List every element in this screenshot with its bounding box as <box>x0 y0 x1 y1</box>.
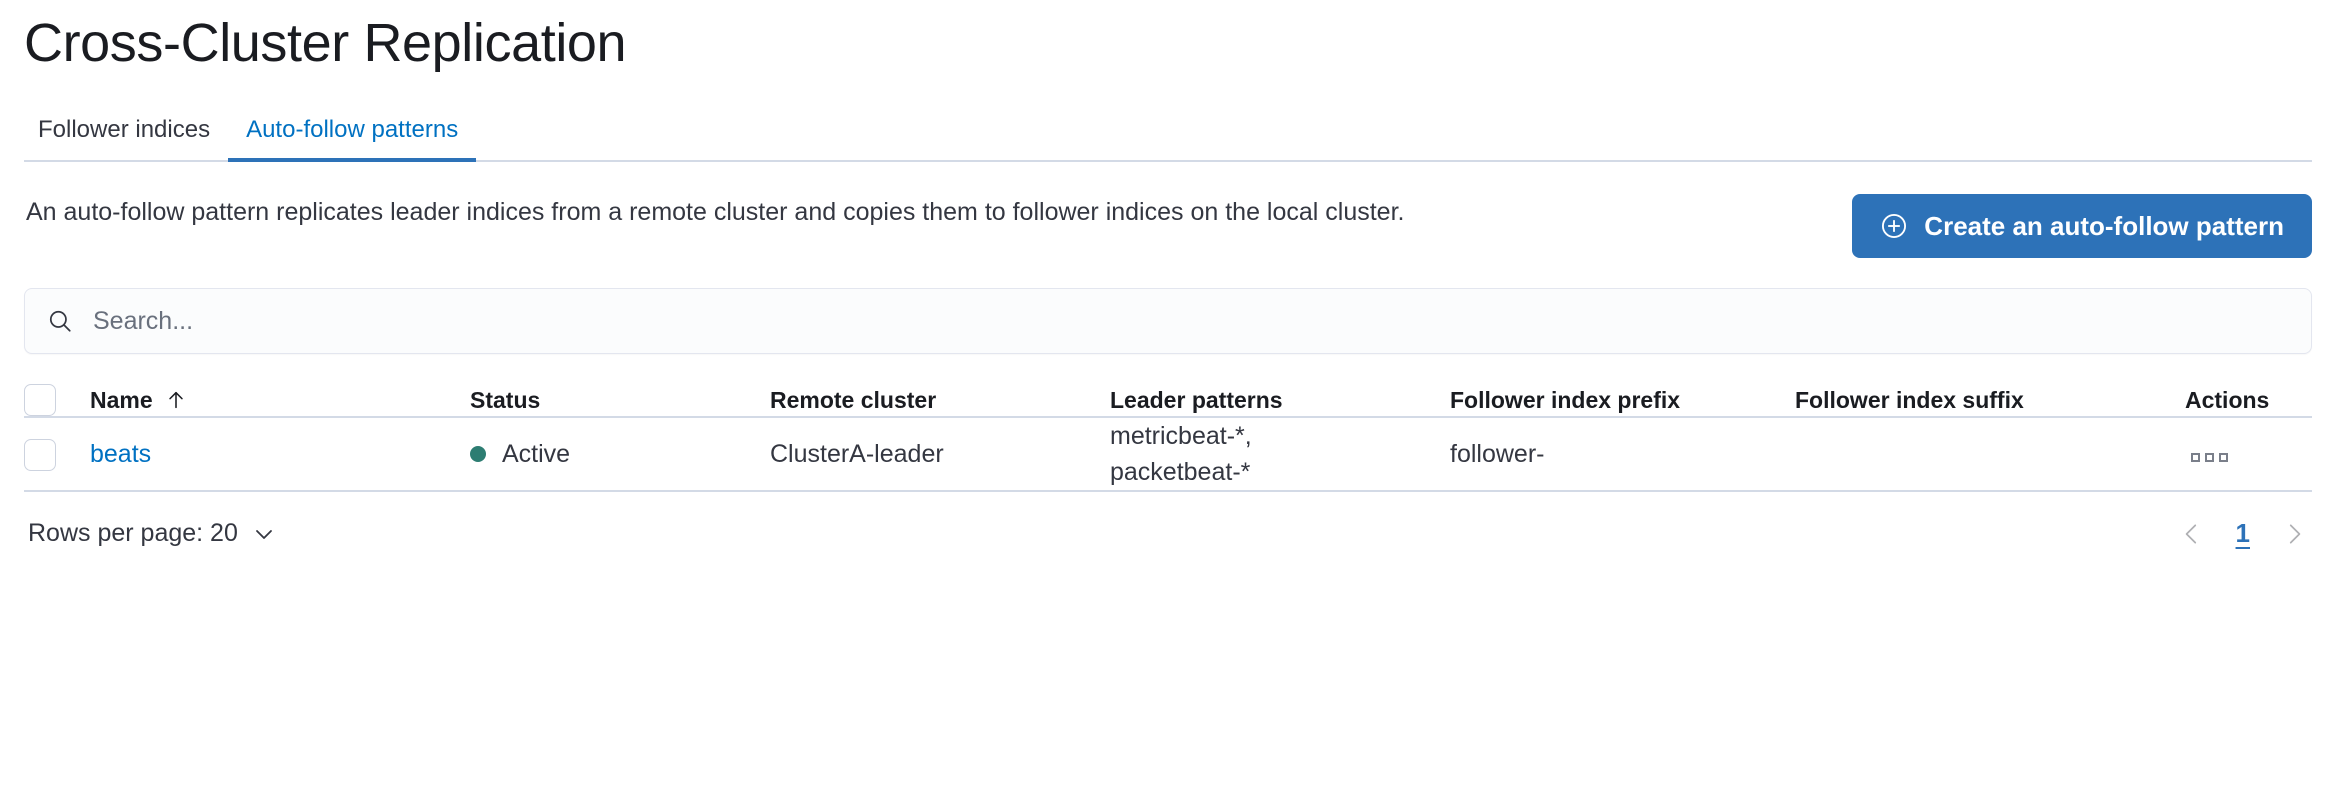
cell-remote-cluster: ClusterA-leader <box>770 440 944 468</box>
cell-actions <box>2185 417 2312 491</box>
search-input[interactable] <box>91 305 2289 337</box>
cell-name: beats <box>90 417 470 491</box>
search-icon <box>47 308 73 334</box>
pattern-name-link[interactable]: beats <box>90 440 152 468</box>
status-dot-icon <box>470 446 486 462</box>
tab-auto-follow-patterns[interactable]: Auto-follow patterns <box>228 118 477 162</box>
table-header-row: Name Status Remote cluster Leader patter… <box>24 384 2312 417</box>
auto-follow-patterns-table: Name Status Remote cluster Leader patter… <box>24 384 2312 492</box>
rows-per-page-select[interactable]: Rows per page: 20 <box>28 519 276 548</box>
pagination-page-1[interactable]: 1 <box>2235 518 2250 548</box>
header-actions: Actions <box>2185 386 2270 413</box>
tab-follower-indices[interactable]: Follower indices <box>24 118 228 160</box>
header-follower-index-suffix[interactable]: Follower index suffix <box>1795 386 2024 413</box>
search-bar[interactable] <box>24 288 2312 354</box>
rows-per-page-label: Rows per page: 20 <box>28 519 238 547</box>
chevron-right-icon[interactable] <box>2280 520 2308 548</box>
cell-follower-index-prefix: follower- <box>1450 440 1545 468</box>
header-follower-index-prefix[interactable]: Follower index prefix <box>1450 386 1681 413</box>
header-name-label: Name <box>90 386 153 413</box>
intro-row: An auto-follow pattern replicates leader… <box>24 192 2312 258</box>
header-status[interactable]: Status <box>470 386 541 413</box>
status-badge: Active <box>502 440 571 468</box>
plus-in-circle-icon <box>1880 212 1908 240</box>
header-remote-cluster[interactable]: Remote cluster <box>770 386 937 413</box>
table-header: Name Status Remote cluster Leader patter… <box>24 384 2312 417</box>
cell-status: Active <box>470 417 770 491</box>
header-name[interactable]: Name <box>90 384 470 417</box>
page-title: Cross-Cluster Replication <box>24 13 627 73</box>
cell-leader-patterns: metricbeat-*, packetbeat-* <box>1110 422 1252 486</box>
row-checkbox[interactable] <box>24 439 56 472</box>
arrow-up-icon <box>165 389 187 411</box>
create-auto-follow-pattern-button[interactable]: Create an auto-follow pattern <box>1852 194 2312 258</box>
intro-description: An auto-follow pattern replicates leader… <box>26 198 1405 226</box>
chevron-left-icon[interactable] <box>2178 520 2206 548</box>
select-all-checkbox[interactable] <box>24 384 56 416</box>
table-body: beats Active ClusterA-leader metricbeat-… <box>24 417 2312 491</box>
pagination: 1 <box>2178 518 2308 549</box>
tab-bar: Follower indices Auto-follow patterns <box>24 100 2312 162</box>
row-select-cell <box>24 417 90 491</box>
chevron-down-icon <box>252 522 276 546</box>
more-actions-icon[interactable] <box>2185 447 2234 468</box>
cell-follower-index-suffix <box>1795 417 2185 491</box>
header-leader-patterns[interactable]: Leader patterns <box>1110 386 1283 413</box>
create-button-label: Create an auto-follow pattern <box>1924 211 2284 241</box>
table-row: beats Active ClusterA-leader metricbeat-… <box>24 417 2312 491</box>
header-select-all <box>24 384 90 417</box>
table-footer: Rows per page: 20 1 <box>24 518 2312 549</box>
